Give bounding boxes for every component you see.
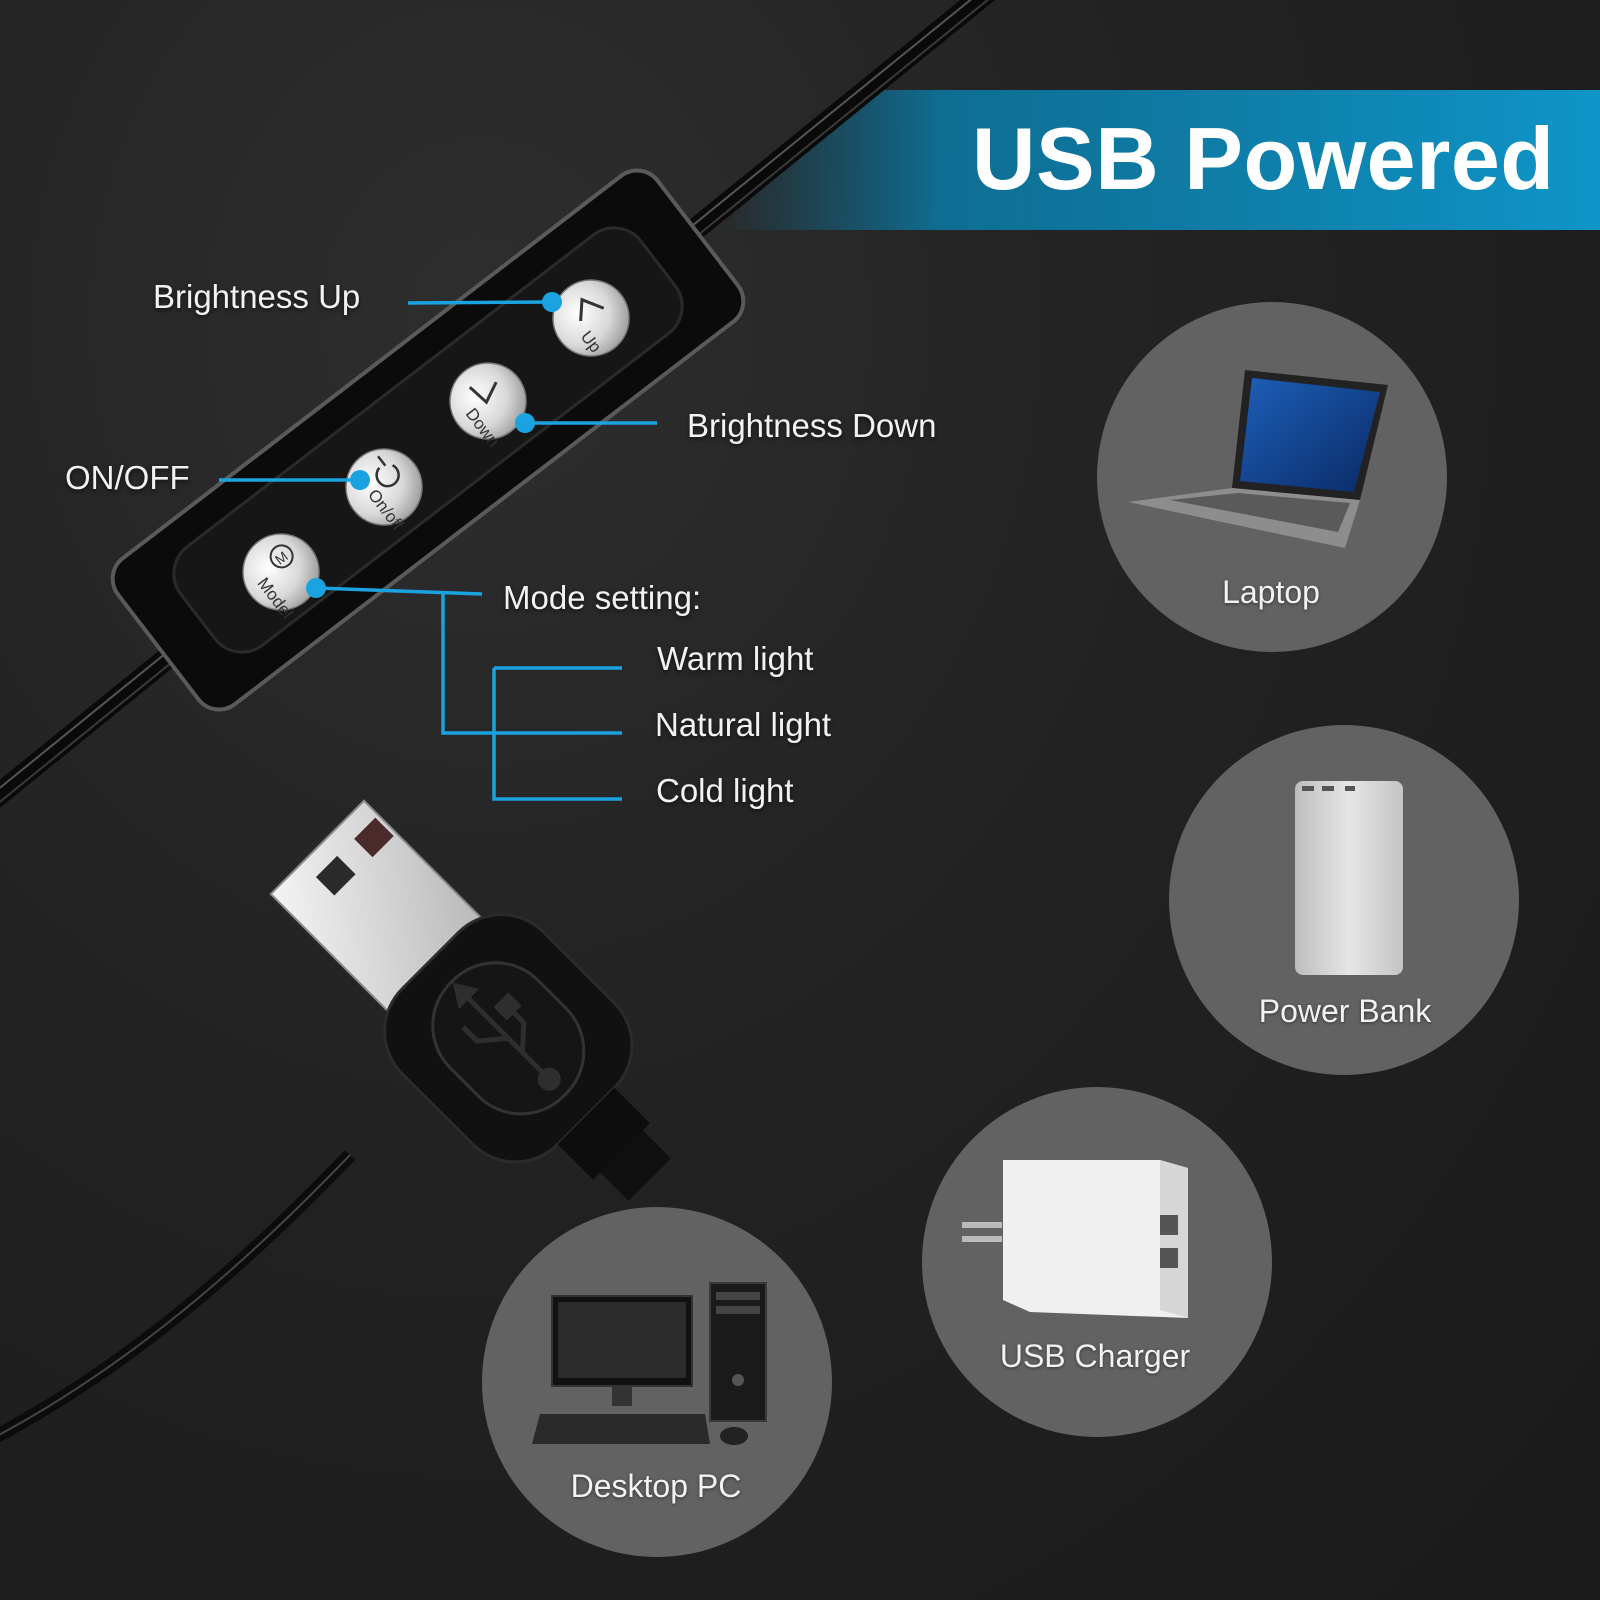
usb-charger-label: USB Charger: [999, 1338, 1191, 1374]
usb-cable: [0, 1150, 356, 1443]
mode-cold-light: Cold light: [656, 772, 794, 809]
brightness-down-label: Brightness Down: [687, 407, 937, 444]
laptop-icon: [1128, 370, 1388, 548]
mode-setting-label: Mode setting:: [503, 579, 702, 616]
usb-charger-circle: [922, 1087, 1272, 1437]
up-button[interactable]: Up: [538, 265, 645, 372]
usb-plug: [269, 799, 671, 1201]
power-icon: [375, 455, 400, 488]
desktop-pc-circle: [482, 1207, 832, 1557]
power-bank-icon: [1295, 781, 1403, 975]
power-bank-label: Power Bank: [1258, 993, 1432, 1029]
chevron-down-icon: [468, 381, 498, 405]
usb-icon: [452, 982, 561, 1091]
laptop-circle: [1097, 302, 1447, 652]
banner: [720, 90, 1600, 230]
mode-natural-light: Natural light: [655, 706, 832, 743]
desktop-pc-label: Desktop PC: [570, 1468, 742, 1504]
laptop-label: Laptop: [1222, 574, 1320, 610]
callout-lines: [219, 300, 657, 801]
brightness-up-label: Brightness Up: [153, 278, 361, 315]
mode-warm-light: Warm light: [657, 640, 814, 677]
power-bank-circle: [1169, 725, 1519, 1075]
desktop-pc-icon: [532, 1282, 767, 1445]
usb-charger-icon: [962, 1160, 1188, 1318]
on-off-label: ON/OFF: [65, 459, 190, 496]
callout-dots: [306, 292, 562, 598]
chevron-up-icon: [579, 297, 605, 322]
banner-title: USB Powered: [972, 109, 1555, 208]
remote-control: [110, 168, 746, 712]
